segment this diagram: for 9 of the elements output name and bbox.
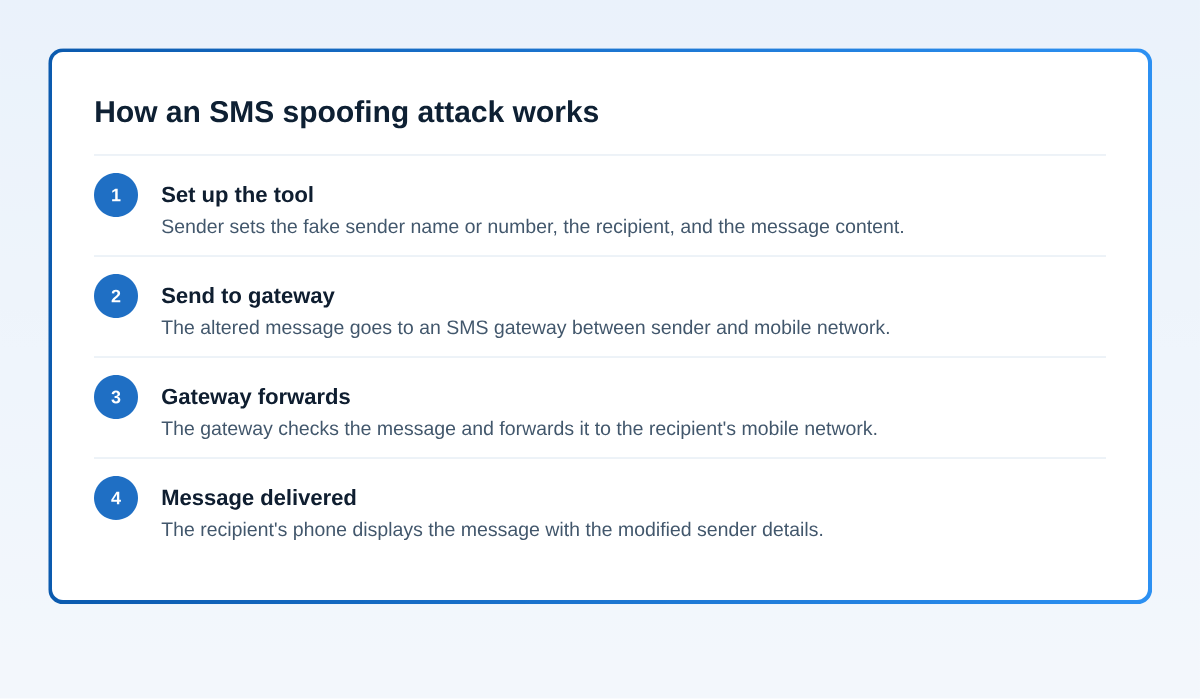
- step-description: The recipient's phone displays the message with the modified sender details.: [161, 521, 823, 541]
- step-description: The gateway checks the message and forwards it to the recipient's mobile network.: [161, 420, 877, 440]
- card-title: How an SMS spoofing attack works: [96, 100, 599, 129]
- step-title: Set up the tool: [161, 186, 313, 207]
- step-title: Send to gateway: [161, 287, 335, 308]
- step-description: The altered message goes to an SMS gateway between sender and mobile network.: [161, 319, 889, 339]
- step-description: Sender sets the fake sender name or number, the recipient, and the message content.: [162, 218, 903, 238]
- step-title: Message delivered: [162, 489, 356, 510]
- step-title: Gateway forwards: [162, 388, 350, 409]
